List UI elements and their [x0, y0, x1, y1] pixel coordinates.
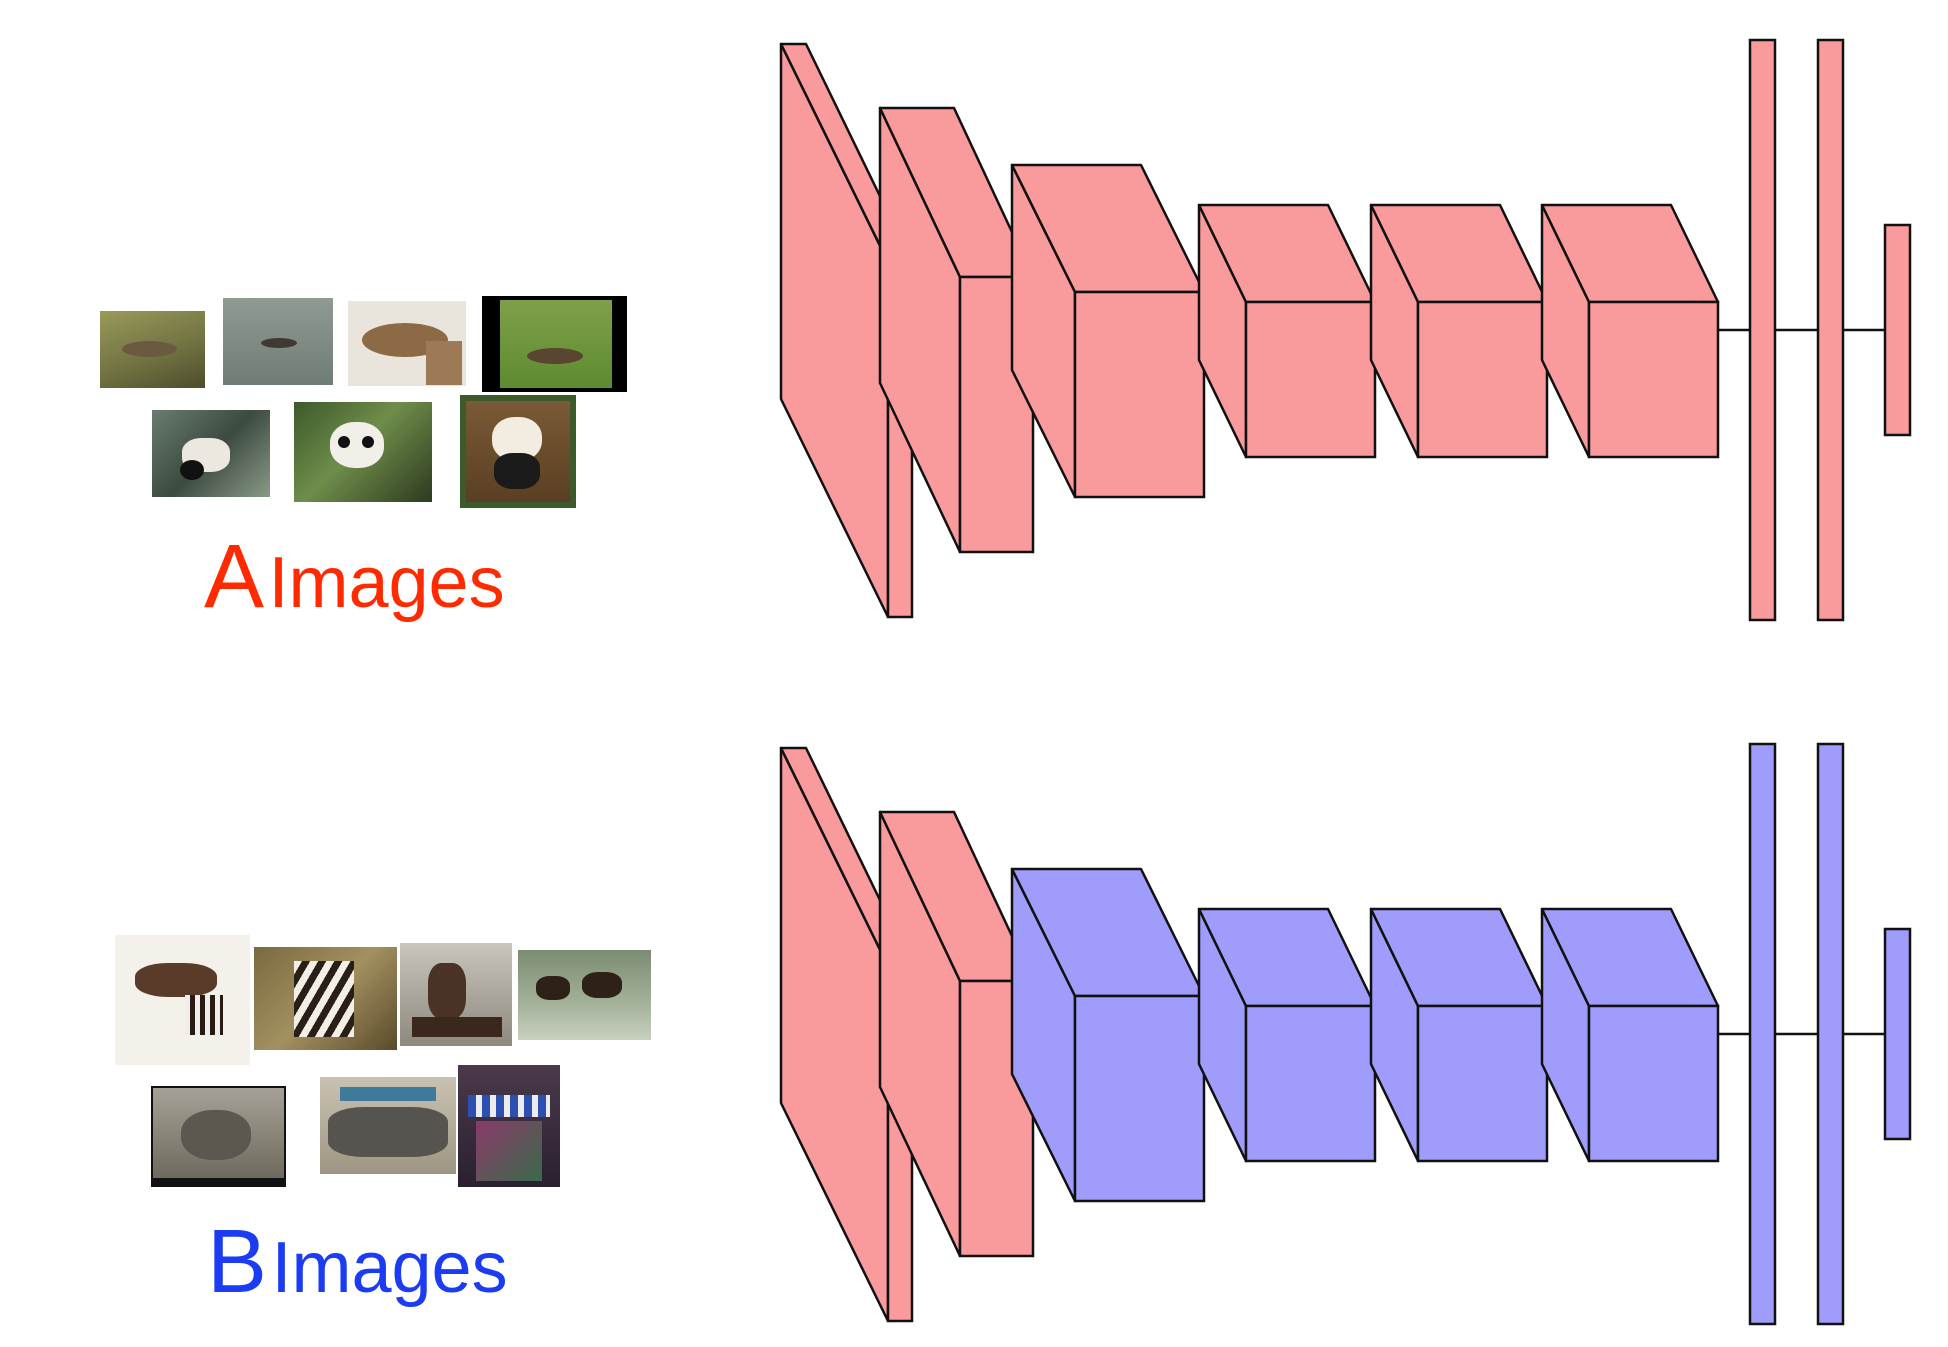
network-b-fc-layer-3	[1883, 927, 1912, 1141]
network-a-conv-layer-5	[1369, 203, 1549, 459]
label-a-word: Images	[268, 543, 505, 623]
label-a-letter: A	[204, 527, 265, 627]
network-a	[779, 38, 1912, 622]
network-b-conv-layer-4	[1197, 907, 1377, 1163]
network-b-fc-layer-2	[1816, 742, 1845, 1326]
network-a-conv-layer-2	[878, 106, 1035, 554]
photo-elephant-2	[320, 1077, 456, 1174]
photo-elephant-3	[458, 1065, 560, 1187]
photo-okapi-3	[400, 943, 512, 1046]
network-a-conv-layer-4	[1197, 203, 1377, 459]
label-a-images: A Images	[204, 532, 505, 622]
network-b-conv-layer-3	[1010, 867, 1206, 1203]
photo-platypus-4	[482, 296, 627, 392]
label-b-images: B Images	[207, 1217, 508, 1307]
network-a-fc-layer-3	[1883, 223, 1912, 437]
photo-elephant-1	[151, 1086, 286, 1187]
label-b-word: Images	[271, 1228, 508, 1308]
label-b-letter: B	[207, 1212, 268, 1312]
network-a-conv-layer-6	[1540, 203, 1720, 459]
photo-platypus-2	[223, 298, 333, 385]
network-a-conv-layer-3	[1010, 163, 1206, 499]
network-b-conv-layer-6	[1540, 907, 1720, 1163]
photo-okapi-2	[254, 947, 397, 1050]
photo-platypus-1	[100, 311, 205, 388]
photo-platypus-3	[348, 301, 466, 386]
network-a-fc-layer-2	[1816, 38, 1845, 622]
photo-panda-3	[460, 395, 576, 508]
photo-okapi-1	[115, 935, 250, 1065]
network-b	[779, 742, 1912, 1326]
network-a-fc-layer-1	[1748, 38, 1777, 622]
photo-panda-2	[294, 402, 432, 502]
network-b-fc-layer-1	[1748, 742, 1777, 1326]
photo-panda-1	[152, 410, 270, 497]
photo-okapi-4	[518, 950, 651, 1040]
network-b-conv-layer-5	[1369, 907, 1549, 1163]
